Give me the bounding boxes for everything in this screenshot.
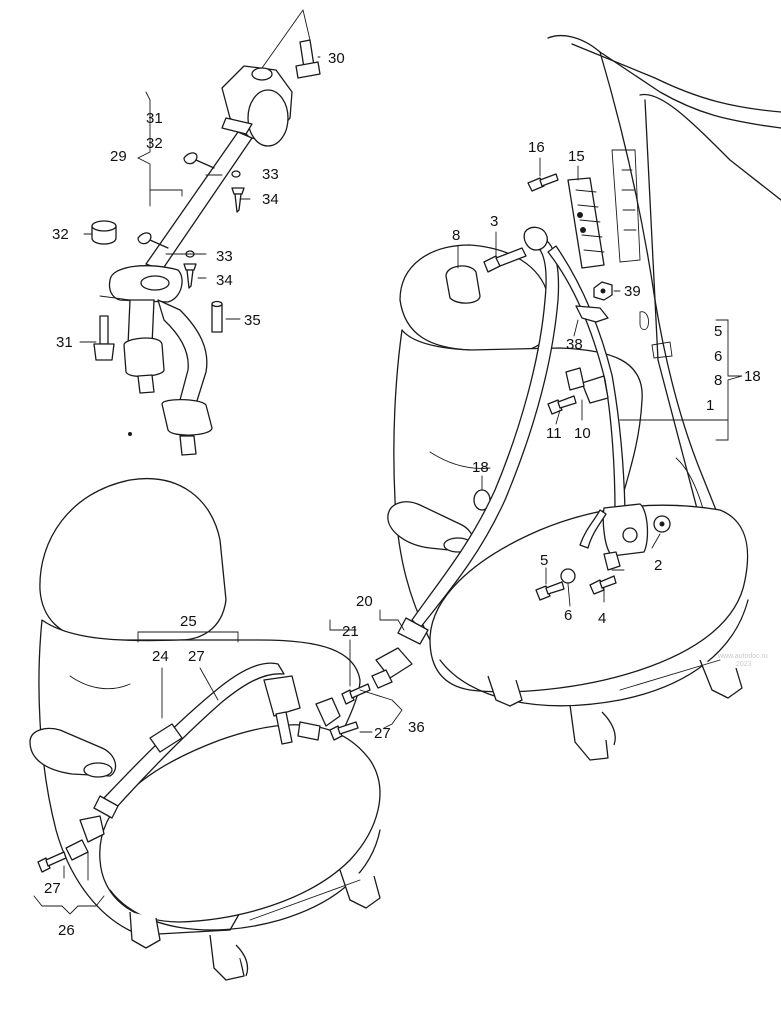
right-seat-belt (397, 226, 671, 645)
callout-36: 36 (408, 719, 425, 736)
callout-21: 21 (342, 623, 359, 640)
callout-1: 18 (744, 368, 761, 385)
callout-34b: 34 (216, 272, 233, 289)
callout-32-top: 32 (146, 135, 163, 152)
callout-11: 11 (546, 425, 562, 442)
bolt-4 (589, 575, 617, 595)
clip-33a (183, 152, 215, 169)
bolt-27a (341, 683, 371, 705)
bolt-11 (547, 395, 577, 415)
bracket-10b (565, 367, 585, 391)
callout-30: 30 (328, 50, 345, 67)
callout-10: 10 (574, 425, 591, 442)
callout-31-left: 31 (56, 334, 73, 351)
buckle-stalk-20 (371, 647, 413, 689)
callout-3: 3 (490, 213, 498, 230)
right-seat (387, 244, 749, 761)
bolt-27c (37, 851, 67, 873)
callout-24: 24 (152, 648, 169, 665)
bolt-27b (329, 721, 359, 741)
callout-6-right: 6 (714, 348, 722, 365)
height-adjuster-15 (567, 177, 605, 269)
spacer-6 (560, 568, 576, 584)
callout-27-mid: 27 (374, 725, 391, 742)
left-seat-belt (65, 662, 341, 861)
callout-5-right: 5 (714, 323, 722, 340)
callout-2: 2 (654, 557, 662, 574)
callout-34a: 34 (262, 191, 279, 208)
callout-31-top: 31 (146, 110, 163, 127)
screw-34b (183, 263, 197, 289)
callout-32-left: 32 (52, 226, 69, 243)
callout-26: 26 (58, 922, 75, 939)
callout-27-top: 27 (188, 648, 205, 665)
callout-6-lower: 6 (564, 607, 572, 624)
bolt-3 (483, 247, 527, 273)
callout-27-low: 27 (44, 880, 61, 897)
bolt-16 (527, 173, 559, 192)
callout-33b: 33 (216, 248, 233, 265)
rear-center-belt (108, 65, 293, 456)
left-seat (29, 478, 381, 981)
watermark-line2: 2023 (736, 661, 752, 668)
callout-25: 25 (180, 613, 197, 630)
callout-29: 29 (110, 148, 127, 165)
callout-18-right: 1 (706, 397, 714, 414)
buckle-receiver (263, 675, 301, 717)
bolt-31 (93, 315, 115, 361)
callout-33a: 33 (262, 166, 279, 183)
leader-lines (33, 9, 743, 915)
callout-39: 39 (624, 283, 641, 300)
screw-34a (231, 187, 245, 213)
callout-5-lower: 5 (540, 552, 548, 569)
watermark-line1: www.autodoc.ru (717, 653, 768, 660)
callout-20: 20 (356, 593, 373, 610)
callout-18-seat: 18 (472, 459, 489, 476)
callout-4: 4 (598, 610, 606, 627)
callout-labels: 30 31 32 29 33 34 32 33 34 35 31 16 15 8… (44, 50, 761, 939)
bolt-5 (535, 581, 565, 601)
bracket-10 (581, 375, 609, 404)
callout-16: 16 (528, 139, 545, 156)
clip-33b (137, 232, 169, 249)
bushing-8 (445, 265, 481, 304)
clip-38 (575, 305, 609, 323)
pin-35 (211, 300, 223, 333)
callout-15: 15 (568, 148, 585, 165)
bushing-32 (91, 220, 117, 245)
bolt-30 (295, 39, 321, 79)
callout-35: 35 (244, 312, 261, 329)
belt-tongue-20 (397, 617, 429, 645)
callout-8-right: 8 (714, 372, 722, 389)
callout-8-top: 8 (452, 227, 460, 244)
callout-38: 38 (566, 336, 583, 353)
